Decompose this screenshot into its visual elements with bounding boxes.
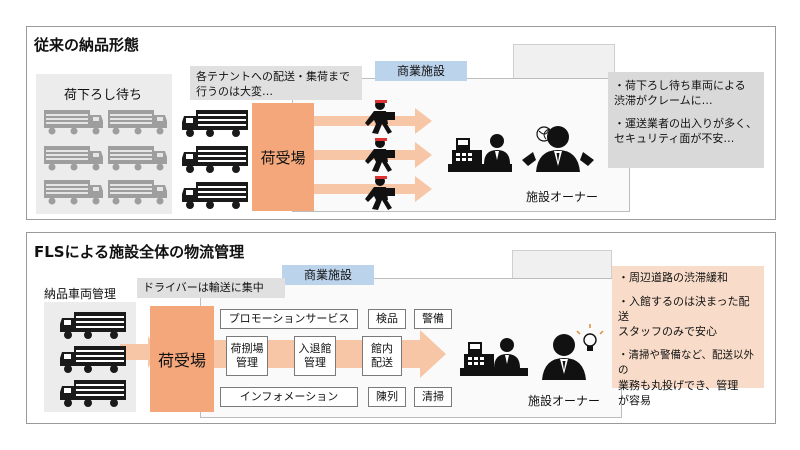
service-entry: 入退館 管理 [294, 336, 336, 376]
callout-line: 各テナントへの配送・集荷まで [196, 70, 350, 83]
benefit-line: ・周辺道路の渋滞緩和 [618, 271, 728, 284]
service-cleaning: 清掃 [414, 387, 452, 407]
service-line: 管理 [236, 356, 258, 369]
fls-title: FLSによる施設全体の物流管理 [34, 243, 245, 261]
vehicle-management-label: 納品車両管理 [44, 287, 117, 301]
delivery-callout: 各テナントへの配送・集荷まで 行うのは大変… [190, 66, 362, 100]
traditional-title: 従来の納品形態 [34, 36, 140, 54]
callout-line: 行うのは大変… [196, 85, 273, 98]
tangle-icon [536, 126, 552, 142]
owner-icon [542, 334, 586, 380]
fls-owner-label: 施設オーナー [528, 394, 601, 408]
service-display: 陳列 [368, 387, 406, 407]
benefit-line: ・清掃や警備など、配送以外の [618, 349, 754, 376]
issue-line: 渋滞がクレームに… [614, 94, 713, 107]
issue-line: ・運送業者の出入りが多く、 [614, 117, 757, 130]
traditional-issues: ・荷下ろし待ち車両による 渋滞がクレームに… ・運送業者の出入りが多く、 セキュ… [608, 72, 764, 168]
service-promotion: プロモーションサービス [220, 309, 358, 329]
service-line: 館内 [371, 342, 393, 355]
benefit-line: 業務も丸投げでき、管理 [618, 379, 739, 392]
driver-note: ドライバーは輸送に集中 [137, 278, 285, 298]
top-owner-label: 施設オーナー [526, 190, 599, 204]
top-receiving-dock: 荷受場 [252, 103, 314, 211]
service-information: インフォメーション [220, 387, 358, 407]
service-line: 配送 [371, 356, 393, 369]
service-line: 荷捌場 [230, 342, 264, 355]
fls-benefits: ・周辺道路の渋滞緩和 ・入館するのは決まった配送 スタッフのみで安心 ・清掃や警… [612, 266, 764, 407]
service-unpacking: 荷捌場 管理 [226, 336, 268, 376]
cash-register-icon [464, 342, 494, 368]
fls-receiving-dock: 荷受場 [150, 306, 214, 412]
benefit-line: が容易 [618, 394, 651, 407]
service-line: 管理 [304, 356, 326, 369]
lightbulb-icon [576, 324, 604, 351]
fls-facility-sign: 商業施設 [282, 265, 374, 285]
shop-clerk-icon [494, 338, 520, 368]
issue-line: ・荷下ろし待ち車両による [614, 79, 746, 92]
waiting-label: 荷下ろし待ち [64, 88, 143, 103]
benefit-line: ・入館するのは決まった配送 [618, 295, 750, 323]
service-line: 入退館 [298, 342, 332, 355]
issue-line: セキュリティ面が不安… [614, 132, 735, 145]
facility-sign: 商業施設 [375, 61, 467, 81]
service-inspection: 検品 [368, 309, 406, 329]
service-internal-delivery: 館内 配送 [362, 336, 402, 376]
service-security: 警備 [414, 309, 452, 329]
benefit-line: スタッフのみで安心 [618, 325, 717, 338]
